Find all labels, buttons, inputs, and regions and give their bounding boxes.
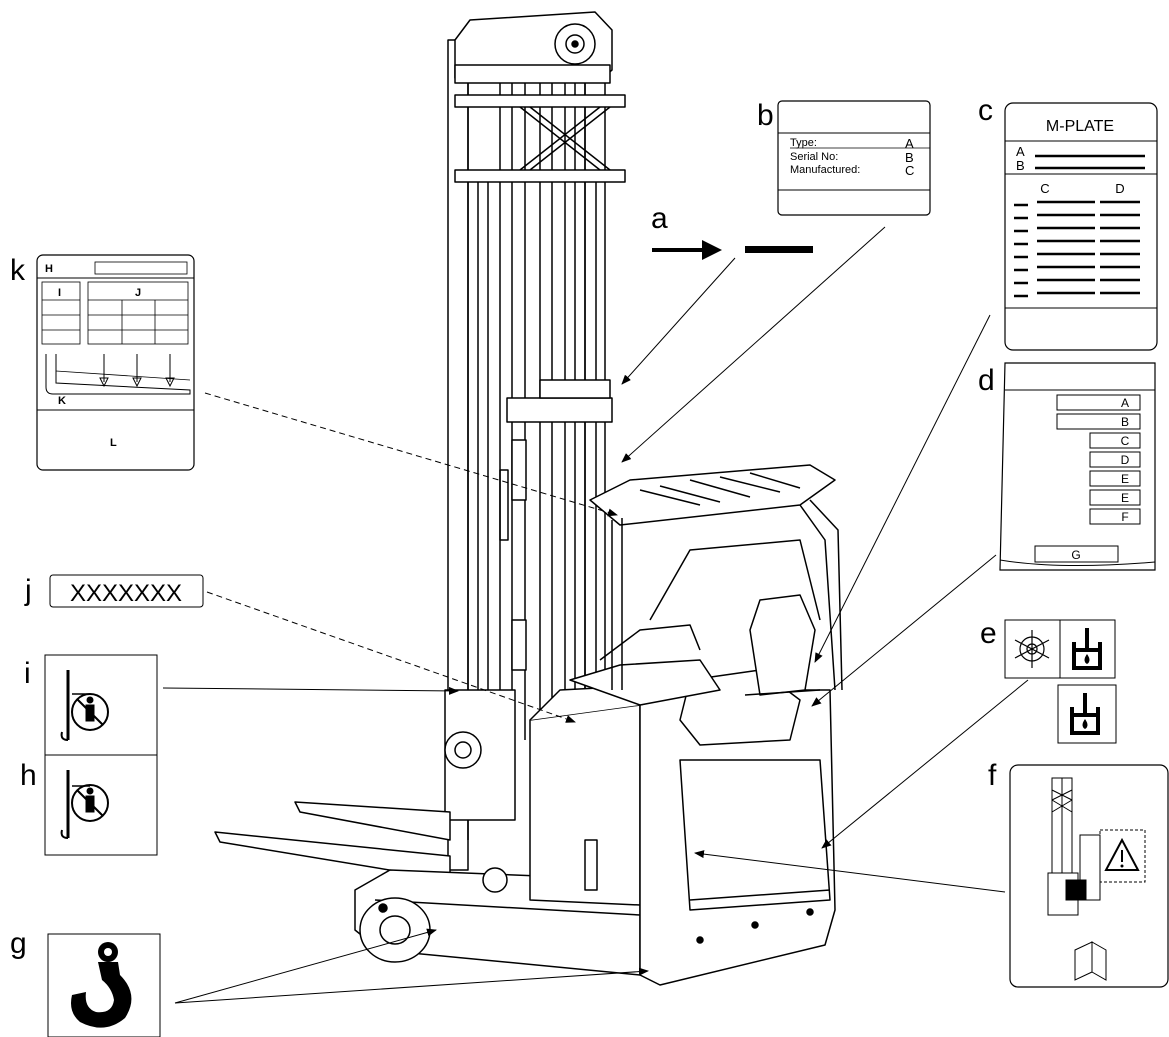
plate-k-h: H: [45, 263, 53, 275]
plate-d-field-box: [1056, 394, 1141, 411]
plate-b-type-label: Type:: [790, 137, 817, 149]
plate-d-field-box: [1089, 432, 1141, 449]
callout-h: h: [20, 759, 37, 792]
plate-d-field-label: A: [1121, 396, 1129, 410]
plate-b-type-plate: Type: A Serial No: B Manufactured: C: [777, 100, 931, 216]
manual-book-icon: [1074, 941, 1107, 981]
no-standing-under-forks-icon: [60, 670, 109, 741]
callout-b: b: [757, 99, 774, 132]
plate-d-field-label: E: [1121, 491, 1129, 505]
plate-k-load-capacity: H I J K L: [36, 254, 195, 471]
callout-f: f: [988, 759, 997, 792]
plate-b-manufactured-value: C: [905, 163, 914, 178]
plate-b-serial-label: Serial No:: [790, 151, 838, 163]
callout-i: i: [24, 657, 31, 690]
callout-k: k: [10, 254, 26, 287]
plate-d-field-box: [1089, 451, 1141, 468]
hydraulic-oil-icon: [1072, 628, 1102, 670]
label-e-hydraulic-icons: [1004, 619, 1117, 744]
label-g-lifting-hook: [47, 933, 161, 1037]
plate-c-row-b: B: [1016, 158, 1025, 173]
plate-d-field-box: [1089, 470, 1141, 487]
plate-d-field-label: F: [1121, 510, 1128, 524]
plate-c-col-d: D: [1115, 181, 1124, 196]
no-standing-under-forks-icon: [60, 770, 109, 839]
plate-k-l: L: [110, 437, 117, 449]
plate-b-serial-value: B: [905, 150, 914, 165]
label-h-no-standing: [44, 754, 158, 856]
callout-d: d: [978, 364, 995, 397]
plate-c-title: M-PLATE: [1046, 118, 1114, 135]
callout-e: e: [980, 617, 997, 650]
forklift-drawing: [214, 11, 843, 986]
plate-d-field-label: B: [1121, 415, 1129, 429]
plate-j-text: XXXXXXX: [70, 580, 182, 607]
plate-b-type-value: A: [905, 136, 914, 151]
snowflake-icon: [1014, 630, 1050, 668]
plate-k-j: J: [135, 287, 141, 299]
plate-d-field-label: C: [1121, 434, 1130, 448]
plate-c-m-plate: M-PLATE A B C D: [1004, 102, 1158, 351]
plate-d-field-box: [1089, 489, 1141, 506]
plate-d-field-box: [1089, 508, 1141, 525]
plate-c-data-lines: [1014, 200, 1140, 298]
plate-k-k: K: [58, 395, 66, 407]
callout-c: c: [978, 94, 993, 127]
plate-d-field-box: [1056, 413, 1141, 430]
plate-d-field-label: D: [1121, 453, 1130, 467]
fork-diagram: [45, 354, 191, 395]
plate-j-serial: XXXXXXX: [49, 574, 204, 608]
lifting-hook-icon: [71, 942, 132, 1028]
hydraulic-oil-icon: [1070, 693, 1100, 735]
plate-c-col-c: C: [1040, 181, 1049, 196]
plate-d-field-label: E: [1121, 472, 1129, 486]
plate-c-row-a: A: [1016, 144, 1025, 159]
callout-letters: a b c d e f g h i j k: [10, 94, 997, 960]
label-f-truck-warning: [1009, 764, 1169, 988]
label-i-no-standing: [44, 654, 158, 756]
plate-k-i: I: [58, 287, 61, 299]
label-a-direction-arrow: [652, 240, 813, 260]
callout-g: g: [10, 927, 27, 960]
plate-d-field-g: G: [1071, 548, 1080, 562]
plate-b-manufactured-label: Manufactured:: [790, 164, 860, 176]
callout-j: j: [24, 574, 32, 607]
truck-warning-icon: [1047, 777, 1146, 916]
callout-a: a: [651, 202, 668, 235]
leader-lines: [162, 226, 1029, 1004]
